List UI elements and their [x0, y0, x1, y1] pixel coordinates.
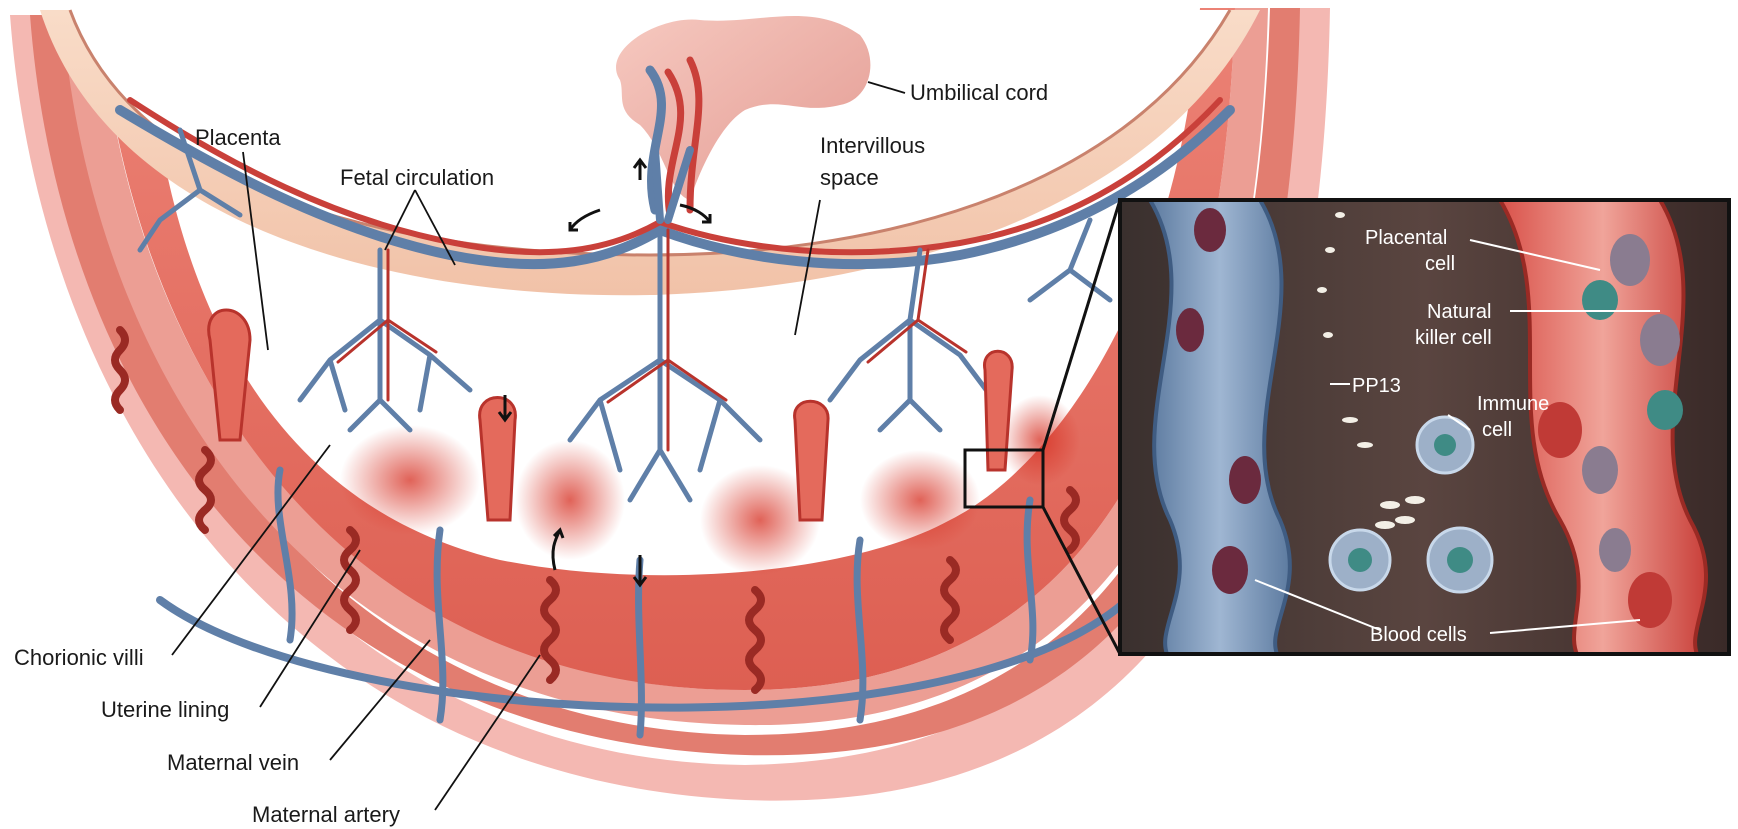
label-immune-cell-line1: Immune [1477, 393, 1549, 415]
label-natural-killer-line1: Natural [1427, 301, 1491, 323]
label-maternal-artery: Maternal artery [252, 802, 400, 827]
label-uterine-lining: Uterine lining [101, 697, 229, 722]
label-blood-cells: Blood cells [1370, 624, 1467, 646]
label-chorionic-villi: Chorionic villi [14, 645, 144, 670]
label-immune-cell-line2: cell [1482, 419, 1512, 441]
label-placental-cell-line2: cell [1425, 253, 1455, 275]
label-pp13: PP13 [1352, 375, 1401, 397]
label-umbilical-cord: Umbilical cord [910, 80, 1048, 105]
label-maternal-vein: Maternal vein [167, 750, 299, 775]
label-fetal-circulation: Fetal circulation [340, 165, 494, 190]
label-intervillous-space-line1: Intervillous [820, 133, 925, 158]
label-placenta: Placenta [195, 125, 281, 150]
label-placental-cell-line1: Placental [1365, 227, 1447, 249]
label-intervillous-space-line2: space [820, 165, 879, 190]
label-natural-killer-line2: killer cell [1415, 327, 1492, 349]
